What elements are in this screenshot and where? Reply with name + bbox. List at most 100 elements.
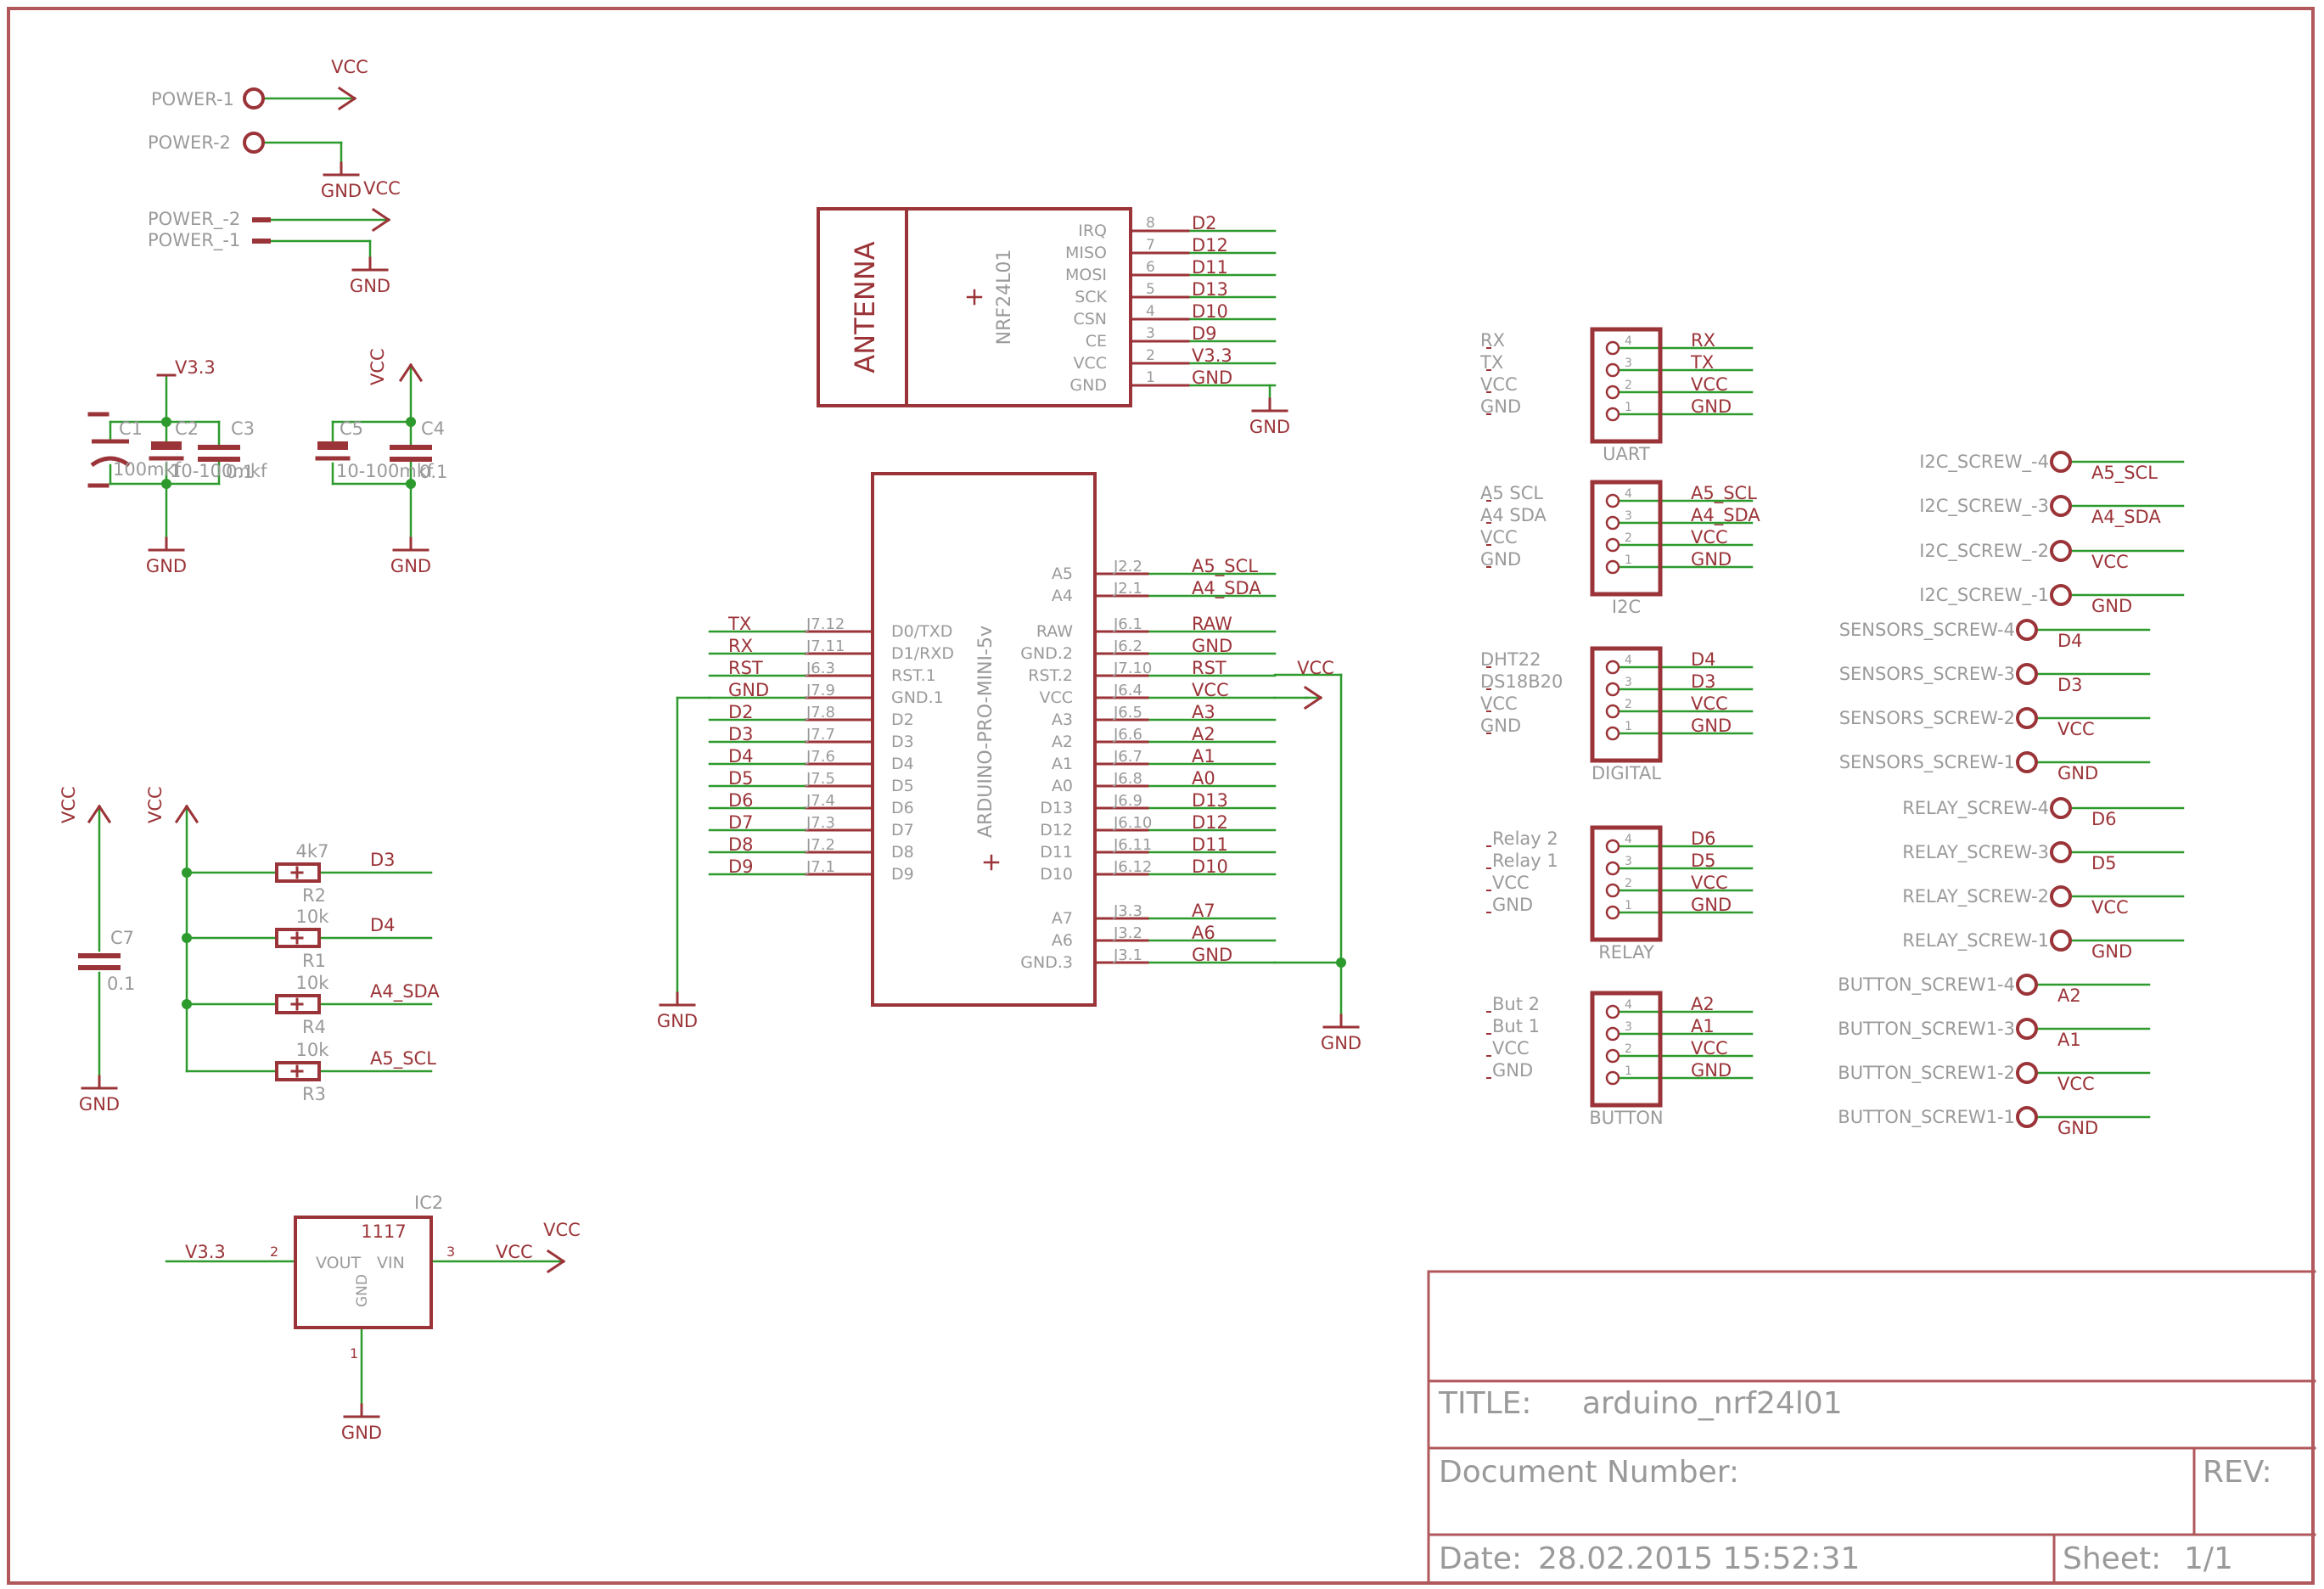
screw-terminal [2050, 451, 2072, 473]
c3-value: 0.1 [226, 462, 254, 482]
pad-label: J6.12 [1113, 858, 1152, 876]
document-number-label: Document Number: [1439, 1455, 1739, 1490]
resistor-r4 [275, 994, 321, 1014]
r2-value: 4k7 [296, 841, 329, 862]
net-label: RST [728, 658, 763, 678]
c7-value: 0.1 [107, 974, 135, 994]
net-label: RX [1691, 330, 1715, 351]
net-label: GND [1192, 368, 1232, 388]
pad-label: J2.1 [1113, 580, 1142, 598]
arduino-pin-name: D2 [891, 710, 914, 729]
screw-terminal-label: RELAY_SCREW-1 [1902, 930, 2049, 952]
net-label: VCC [496, 1242, 533, 1262]
power-minus-1-label: POWER_-1 [148, 230, 240, 251]
part-line [97, 804, 112, 824]
nrf-pin-name: VCC [1073, 354, 1107, 373]
connector-function-label: But 2 [1492, 994, 1540, 1014]
arduino-pin-name: D7 [891, 821, 914, 839]
r2-label: R2 [302, 885, 326, 906]
net-label: GND [1691, 396, 1732, 417]
r3-value: 10k [296, 1040, 330, 1060]
vcc-label: VCC [368, 348, 388, 385]
net-label: D13 [1192, 279, 1228, 300]
connector-name: RELAY [1598, 942, 1654, 963]
c1-value: 100mkf [113, 459, 182, 480]
net-label: GND [2057, 1118, 2098, 1138]
pin-number: 2 [270, 1244, 278, 1260]
screw-terminal [2016, 1018, 2038, 1040]
arduino-pin-name: GND.2 [1020, 644, 1073, 663]
pin-number: 2 [1625, 379, 1632, 392]
header-pin [1605, 340, 1620, 356]
pad-label: J6.7 [1113, 748, 1142, 766]
net-label: VCC [2091, 897, 2129, 918]
gnd-label: GND [79, 1094, 120, 1115]
outer-frame [7, 7, 2315, 1585]
nrf-pin-name: CE [1086, 332, 1107, 351]
connector-function-label: VCC [1480, 374, 1518, 395]
connector-function-label: Relay 1 [1492, 851, 1558, 871]
connector-function-label: Relay 2 [1492, 828, 1558, 849]
net-label: VCC [1691, 1038, 1728, 1058]
net-label: D4 [1691, 649, 1716, 670]
date-label: Date: [1439, 1541, 1522, 1576]
header-pin [1605, 660, 1620, 675]
header-pin [1605, 839, 1620, 854]
net-label: VCC [1691, 527, 1728, 547]
part-line [371, 207, 391, 222]
capacitor-c1-symbol [90, 439, 131, 468]
pad-label: J7.12 [806, 615, 845, 633]
net-label: D3 [728, 724, 754, 744]
power-1-terminal [243, 87, 265, 109]
header-pin [1605, 1070, 1620, 1086]
arduino-pro-mini [871, 472, 1097, 1007]
screw-terminal-label: BUTTON_SCREW1-2 [1838, 1063, 2015, 1084]
screw-terminal-label: I2C_SCREW_-3 [1919, 496, 2049, 517]
vout-pin: VOUT [316, 1254, 362, 1272]
header-pin [1605, 682, 1620, 697]
connector-i2c [1590, 480, 1663, 597]
pin-number: 3 [1146, 325, 1155, 342]
pin-number: 4 [1625, 998, 1632, 1012]
c5-value: 10-100mkf [336, 461, 434, 481]
ic2-label: IC2 [414, 1193, 443, 1213]
gnd-label: GND [390, 556, 431, 576]
net-label: TX [1690, 352, 1714, 373]
arduino-pin-name: A0 [1052, 777, 1073, 795]
arduino-pin-name: D13 [1040, 799, 1073, 817]
screw-terminal [2050, 841, 2072, 863]
pin-number: 3 [446, 1244, 455, 1260]
resistor-r3 [275, 1061, 321, 1081]
sheet-label: Sheet: [2063, 1541, 2161, 1576]
part-line [371, 217, 391, 233]
connector-function-label: DHT22 [1480, 649, 1541, 670]
vcc-label: VCC [331, 57, 368, 77]
wires [98, 97, 2185, 1407]
pin-number: 1 [1146, 369, 1155, 386]
capacitor-c2-symbol [151, 441, 182, 450]
vcc-label: VCC [543, 1220, 581, 1240]
arduino-pin-name: GND.3 [1020, 953, 1073, 972]
pin-number: 3 [1625, 1020, 1632, 1034]
connector-function-label: VCC [1480, 527, 1518, 547]
junction-dot [182, 999, 192, 1009]
arduino-name: ARDUINO-PRO-MINI-5v [975, 626, 996, 838]
net-label: A2 [2057, 985, 2081, 1006]
pad-label: J7.4 [806, 792, 835, 810]
pad-label: J6.8 [1113, 770, 1142, 788]
net-label: D5 [1691, 851, 1716, 871]
c4-label: C4 [421, 418, 445, 439]
screw-terminal [2050, 797, 2072, 819]
screw-terminal-label: I2C_SCREW_-4 [1919, 452, 2049, 473]
net-label: RST [1192, 658, 1227, 678]
vin-pin: VIN [377, 1254, 405, 1272]
connector-function-label: A5 SCL [1480, 483, 1543, 503]
nrf-name: NRF24L01 [994, 250, 1015, 345]
net-label: A4_SDA [2091, 507, 2161, 528]
connector-function-label: VCC [1492, 873, 1530, 893]
net-label: A3 [1192, 702, 1215, 722]
arduino-pin-name: A1 [1052, 755, 1073, 773]
screw-terminal [2016, 1106, 2038, 1128]
arduino-pin-name: A3 [1052, 710, 1073, 729]
connector-function-label: GND [1492, 895, 1533, 915]
